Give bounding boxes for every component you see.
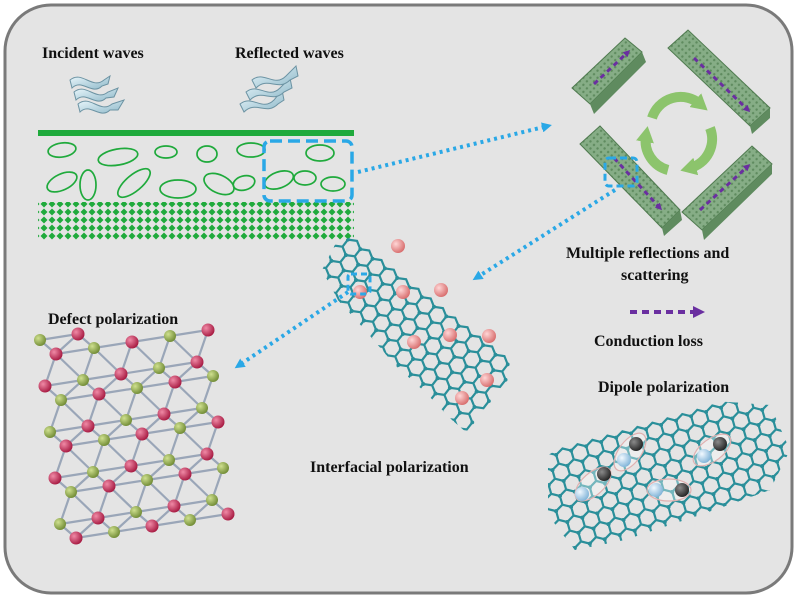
- dipole-dark-atom: [597, 467, 611, 481]
- defect-red-atom: [59, 439, 73, 453]
- defect-green-atom: [141, 474, 153, 486]
- reflective-top-layer: [38, 130, 354, 136]
- interface-particle: [396, 285, 410, 299]
- dipole-dark-atom: [713, 437, 727, 451]
- absorber-layer: [38, 130, 354, 240]
- defect-red-atom: [91, 511, 105, 525]
- multiple-reflections-label-line1: Multiple reflections and: [566, 245, 729, 262]
- defect-green-atom: [88, 342, 100, 354]
- dipole-light-atom: [697, 449, 711, 463]
- cycle-arrows-icon: [636, 91, 718, 176]
- defect-green-atom: [77, 374, 89, 386]
- multiple-reflections-label-line2: scattering: [621, 267, 689, 284]
- defect-green-atom: [55, 394, 67, 406]
- dashed-arrow-to-nanorods: [357, 122, 552, 174]
- defect-red-atom: [81, 419, 95, 433]
- interface-particle: [407, 335, 421, 349]
- defect-green-atom: [130, 506, 142, 518]
- defect-red-atom: [211, 415, 225, 429]
- defect-green-atom: [54, 518, 66, 530]
- defect-green-atom: [217, 462, 229, 474]
- defect-red-atom: [71, 327, 85, 341]
- defect-red-atom: [124, 459, 138, 473]
- dipole-dark-atom: [629, 437, 643, 451]
- incident-wave-icon: [69, 74, 126, 114]
- interface-particle: [434, 283, 448, 297]
- nanorod-top-right: [667, 29, 771, 134]
- dipole-dark-atom: [675, 483, 689, 497]
- defect-green-atom: [44, 426, 56, 438]
- defect-green-atom: [164, 330, 176, 342]
- defect-red-atom: [157, 407, 171, 421]
- defect-red-atom: [200, 447, 214, 461]
- conductive-grid-layer: [38, 202, 354, 240]
- nanorod-bottom-left: [579, 125, 682, 236]
- zoom-box-nanorod: [603, 156, 639, 188]
- dipole-light-atom: [617, 453, 631, 467]
- defect-green-atom: [98, 434, 110, 446]
- defect-green-atom: [206, 494, 218, 506]
- defect-red-atom: [168, 375, 182, 389]
- conduction-loss-label: Conduction loss: [594, 333, 703, 350]
- defect-red-atom: [125, 335, 139, 349]
- defect-red-atom: [38, 379, 52, 393]
- nanorod-top-left: [571, 37, 646, 114]
- defect-green-atom: [131, 382, 143, 394]
- dipole-light-atom: [575, 487, 589, 501]
- defect-crystal-lattice: [34, 323, 235, 545]
- defect-red-atom: [49, 347, 63, 361]
- defect-red-atom: [201, 323, 215, 337]
- interface-particle: [353, 285, 367, 299]
- defect-red-atom: [69, 531, 83, 545]
- defect-red-atom: [48, 471, 62, 485]
- defect-green-atom: [184, 514, 196, 526]
- interface-particle: [480, 373, 494, 387]
- reflected-wave-icon: [239, 64, 299, 113]
- defect-green-atom: [87, 466, 99, 478]
- dipole-light-atom: [649, 483, 663, 497]
- defect-green-atom: [65, 486, 77, 498]
- defect-red-atom: [167, 499, 181, 513]
- nanorod-bottom-right: [681, 145, 773, 240]
- defect-red-atom: [135, 427, 149, 441]
- defect-red-atom: [190, 355, 204, 369]
- defect-red-atom: [92, 387, 106, 401]
- defect-green-atom: [207, 370, 219, 382]
- dipole-polarization-label: Dipole polarization: [598, 379, 729, 396]
- defect-red-atom: [178, 467, 192, 481]
- defect-green-atom: [108, 526, 120, 538]
- zoom-box-absorber: [262, 139, 354, 203]
- reflected-waves-label: Reflected waves: [235, 45, 344, 62]
- defect-green-atom: [196, 402, 208, 414]
- interface-particle: [391, 239, 405, 253]
- defect-green-atom: [34, 334, 46, 346]
- defect-green-atom: [174, 422, 186, 434]
- defect-green-atom: [120, 414, 132, 426]
- defect-green-atom: [153, 362, 165, 374]
- defect-polarization-label: Defect polarization: [48, 311, 178, 328]
- dashed-arrow-to-defect: [234, 290, 350, 369]
- interfacial-polarization-label: Interfacial polarization: [310, 459, 469, 476]
- interface-particle: [443, 328, 457, 342]
- filler-ellipses: [46, 141, 346, 201]
- interface-particle: [455, 391, 469, 405]
- incident-waves-label: Incident waves: [42, 45, 144, 62]
- nanorod-cluster: [571, 29, 773, 240]
- defect-red-atom: [114, 367, 128, 381]
- defect-red-atom: [145, 519, 159, 533]
- defect-red-atom: [221, 507, 235, 521]
- defect-green-atom: [163, 454, 175, 466]
- interface-particle: [482, 329, 496, 343]
- defect-red-atom: [102, 479, 116, 493]
